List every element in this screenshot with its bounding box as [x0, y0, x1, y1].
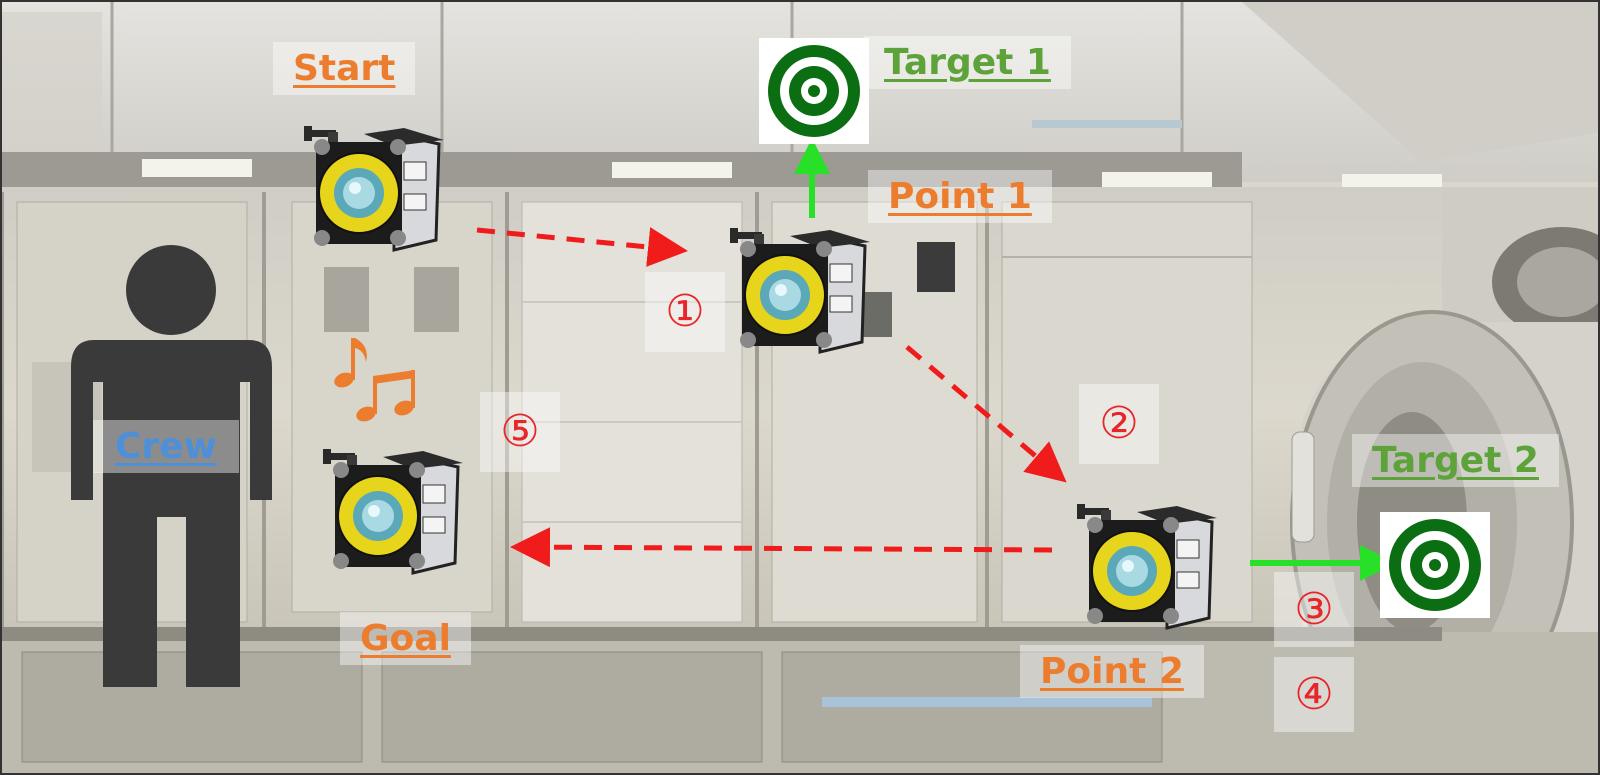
- target1-label: Target 1: [864, 36, 1071, 90]
- target2-label: Target 2: [1352, 434, 1559, 488]
- music-note-icon: [334, 338, 415, 422]
- target-icon: [759, 38, 869, 144]
- robot-icon: [321, 447, 465, 575]
- target-icon: [1380, 512, 1490, 618]
- step-2-label: ②: [1079, 384, 1159, 464]
- step-3-label: ③: [1274, 572, 1354, 647]
- robot-icon: [728, 226, 872, 354]
- step-4-label: ④: [1274, 657, 1354, 732]
- step-1-label: ①: [645, 272, 725, 352]
- step-5-label: ⑤: [480, 392, 560, 472]
- arrow-start-to-point1: [476, 227, 688, 267]
- goal-label: Goal: [340, 612, 471, 666]
- crew-label: Crew: [93, 420, 239, 474]
- start-label: Start: [273, 42, 416, 96]
- robot-icon: [302, 124, 446, 252]
- robot-icon: [1075, 502, 1219, 630]
- point2-label: Point 2: [1020, 645, 1204, 699]
- point1-label: Point 1: [868, 170, 1052, 224]
- crew-person-icon: [71, 245, 272, 687]
- arrow-point1-to-point2: [905, 345, 1067, 483]
